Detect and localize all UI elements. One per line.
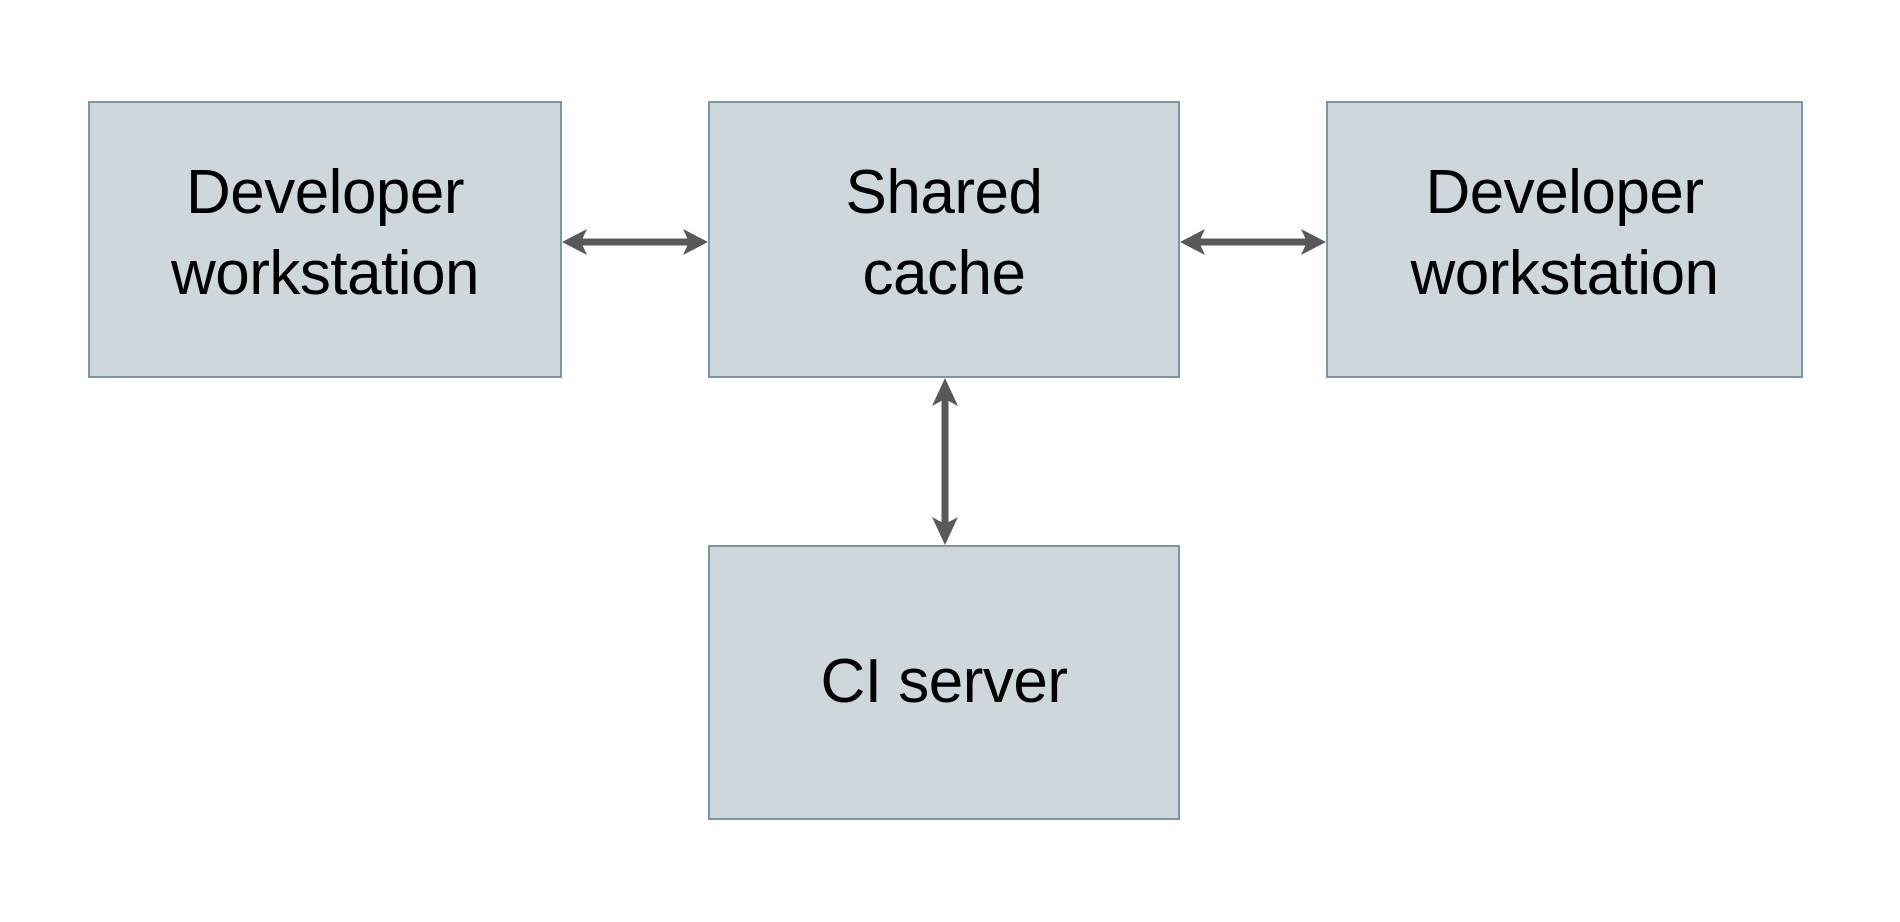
double-arrow-horizontal-icon xyxy=(1180,229,1326,255)
node-label-line: Shared xyxy=(845,157,1043,227)
connector-left-workstation-to-shared-cache xyxy=(560,211,710,273)
node-label-wrap: Developer workstation xyxy=(1410,153,1719,314)
double-arrow-horizontal-icon xyxy=(562,229,708,255)
node-label-line: Developer xyxy=(185,157,465,227)
node-shared-cache[interactable]: Shared cache xyxy=(708,101,1180,378)
node-label-line: workstation xyxy=(1410,238,1719,308)
node-developer-workstation-left[interactable]: Developer workstation xyxy=(88,101,562,378)
node-label-wrap: Shared cache xyxy=(846,153,1043,314)
node-label-line: workstation xyxy=(170,238,480,308)
node-developer-workstation-right[interactable]: Developer workstation xyxy=(1326,101,1803,378)
connector-shared-cache-to-right-workstation xyxy=(1178,211,1328,273)
connector-shared-cache-to-ci-server xyxy=(914,376,976,547)
node-label-wrap: CI server xyxy=(821,642,1068,723)
node-label-line: Developer xyxy=(1425,157,1704,227)
node-label-line: cache xyxy=(862,238,1026,308)
node-label-wrap: Developer workstation xyxy=(170,153,480,314)
node-ci-server[interactable]: CI server xyxy=(708,545,1180,820)
node-label-line: CI server xyxy=(820,647,1068,717)
double-arrow-vertical-icon xyxy=(932,378,958,545)
